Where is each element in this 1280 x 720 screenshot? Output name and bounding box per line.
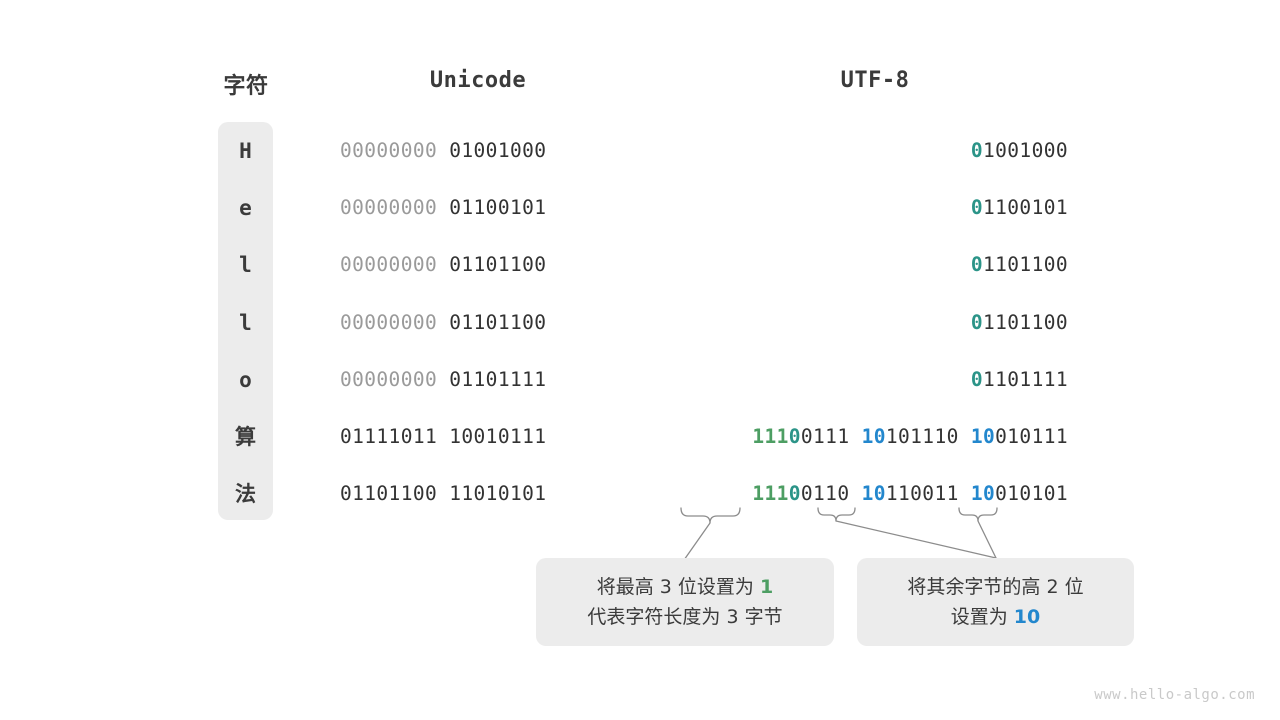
utf8-payload-bits: 101110	[885, 425, 959, 448]
utf8-leading-bits: 0	[970, 310, 984, 334]
utf8-bits-cell: 01101100	[676, 308, 1068, 338]
unicode-value-bytes: 01001000	[449, 139, 547, 162]
utf8-bits-cell: 01001000	[676, 136, 1068, 166]
unicode-padding-byte: 00000000	[340, 310, 450, 334]
character-cell: o	[239, 367, 252, 392]
utf8-payload-bits: 1101111	[983, 367, 1068, 391]
unicode-padding-byte: 00000000	[340, 253, 450, 277]
note-1-text-a: 将最高 3 位设置为	[596, 576, 760, 598]
utf8-bits-cell: 11100110 10110011 10010101	[676, 479, 1068, 509]
unicode-value-bytes: 01101100	[449, 253, 547, 277]
utf8-leading-bits: 10	[970, 425, 996, 448]
unicode-padding-byte: 00000000	[340, 139, 450, 162]
utf8-bits-cell: 01101100	[676, 250, 1068, 280]
utf8-leading-bits: 10	[861, 425, 886, 448]
character-cell: l	[239, 253, 252, 278]
utf8-payload-bits: 1100101	[983, 196, 1068, 220]
utf8-payload-bits: 010101	[995, 482, 1068, 506]
character-cell: H	[239, 139, 252, 163]
unicode-value-bytes: 01111011 10010111	[340, 425, 547, 448]
utf8-leading-bits: 0	[970, 139, 984, 162]
character-cell: e	[239, 196, 252, 221]
note-1-line-2: 代表字符长度为 3 字节	[587, 606, 783, 628]
column-header-unicode: Unicode	[429, 68, 527, 93]
unicode-value-bytes: 01101100 11010101	[340, 482, 547, 506]
utf8-leading-bits: 10	[970, 482, 996, 506]
unicode-bits-cell: 00000000 01101100	[340, 250, 616, 280]
utf8-payload-bits: 110011	[885, 482, 959, 506]
unicode-value-bytes: 01101100	[449, 310, 547, 334]
utf8-leading-bits: 111	[752, 425, 789, 448]
utf8-leading-bits: 0	[970, 196, 984, 220]
unicode-bits-cell: 00000000 01001000	[340, 136, 616, 166]
column-header-utf8: UTF-8	[840, 68, 910, 93]
note-1-line-1: 将最高 3 位设置为 1	[536, 572, 834, 602]
character-cell: 算	[235, 425, 256, 449]
utf8-leading-bits: 0	[970, 367, 984, 391]
note-2-highlight: 10	[1013, 606, 1041, 628]
utf8-payload-bits: 0110	[800, 482, 850, 506]
utf8-bits-cell: 01101111	[676, 365, 1068, 395]
byte-separator	[959, 482, 971, 505]
utf8-leading-bits-terminator: 0	[788, 425, 801, 448]
utf8-payload-bits: 1101100	[983, 310, 1068, 334]
utf8-leading-bits-terminator: 0	[788, 482, 801, 506]
unicode-bits-cell: 00000000 01101100	[340, 308, 616, 338]
utf8-payload-bits: 010111	[995, 425, 1068, 448]
character-cell: 法	[235, 482, 256, 507]
watermark: www.hello-algo.com	[1094, 687, 1255, 703]
annotation-note-leading-bits: 将最高 3 位设置为 1 代表字符长度为 3 字节	[536, 558, 834, 646]
character-cell: l	[239, 310, 252, 335]
unicode-bits-cell: 00000000 01100101	[340, 193, 616, 223]
unicode-bits-cell: 01101100 11010101	[340, 479, 616, 509]
unicode-padding-byte: 00000000	[340, 196, 450, 220]
byte-separator	[849, 425, 861, 448]
byte-separator	[849, 482, 861, 505]
note-2-line-1: 将其余字节的高 2 位	[907, 576, 1084, 598]
character-column-panel	[218, 122, 273, 520]
utf8-leading-bits: 0	[970, 253, 984, 277]
utf8-bits-cell: 01100101	[676, 193, 1068, 223]
utf8-leading-bits: 111	[752, 482, 789, 506]
note-2-line-2: 设置为 10	[857, 602, 1134, 632]
utf8-payload-bits: 0111	[800, 425, 850, 448]
unicode-value-bytes: 01100101	[449, 196, 547, 220]
note-2-text-a: 设置为	[950, 606, 1014, 628]
utf8-leading-bits: 10	[861, 482, 886, 506]
utf8-bits-cell: 11100111 10101110 10010111	[676, 422, 1068, 452]
unicode-bits-cell: 00000000 01101111	[340, 365, 616, 395]
note-1-highlight: 1	[759, 576, 774, 598]
column-header-character: 字符	[223, 74, 269, 99]
unicode-bits-cell: 01111011 10010111	[340, 422, 616, 452]
annotation-note-continuation-bits: 将其余字节的高 2 位 设置为 10	[857, 558, 1134, 646]
byte-separator	[959, 425, 971, 448]
unicode-value-bytes: 01101111	[449, 367, 547, 391]
utf8-payload-bits: 1101100	[983, 253, 1068, 277]
utf8-payload-bits: 1001000	[983, 139, 1068, 162]
unicode-padding-byte: 00000000	[340, 367, 450, 391]
